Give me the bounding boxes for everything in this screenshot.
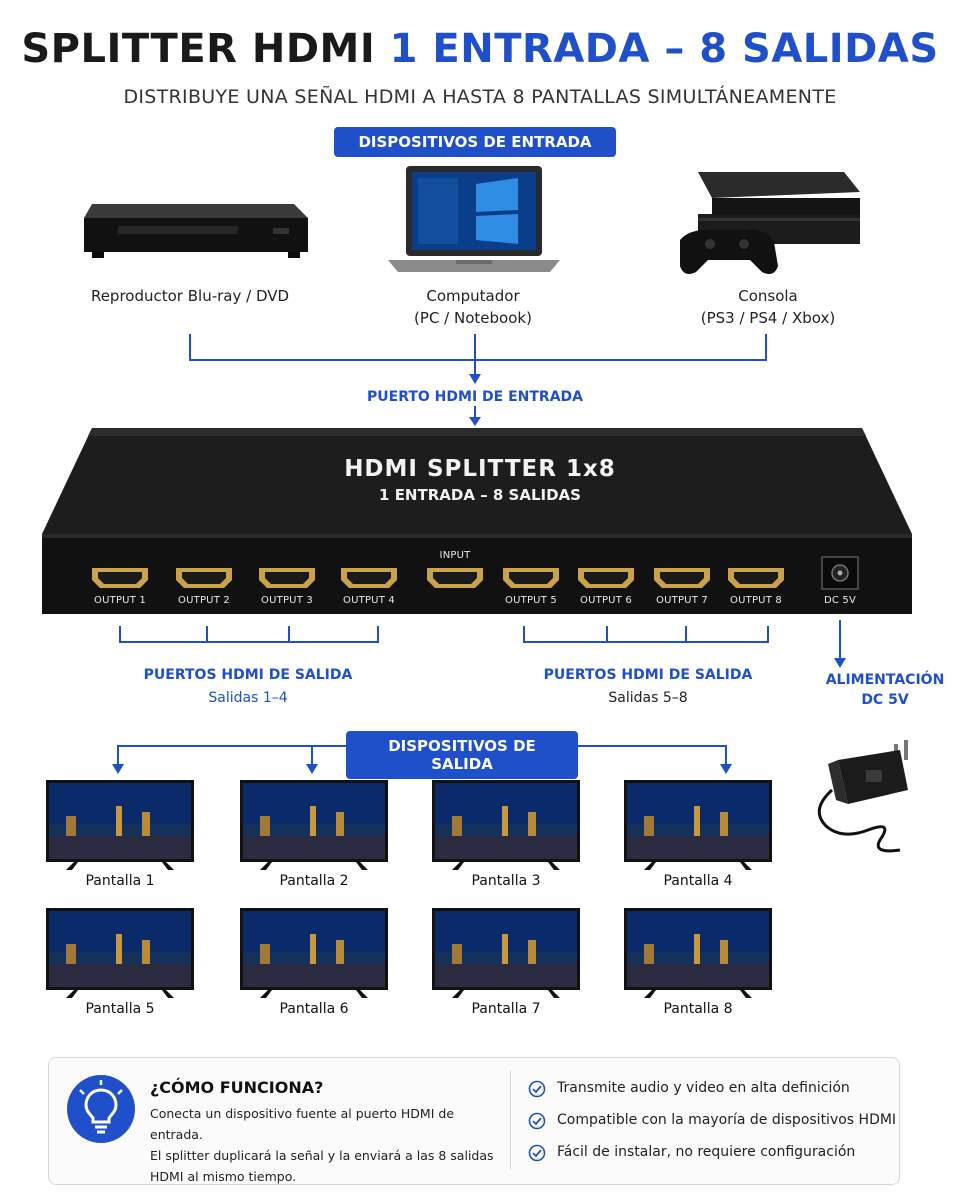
output-port-brackets: [119, 620, 846, 668]
page-subtitle: DISTRIBUYE UNA SEÑAL HDMI A HASTA 8 PANT…: [123, 86, 837, 108]
page-title: SPLITTER HDMI 1 ENTRADA – 8 SALIDAS: [0, 26, 960, 72]
screen-7-label: Pantalla 7: [471, 1001, 541, 1017]
screen-6-icon: [240, 908, 388, 998]
computer-label-line2: (PC / Notebook): [414, 309, 532, 327]
output-port-7-icon: [654, 568, 710, 588]
input-port-label: PUERTO HDMI DE ENTRADA: [367, 389, 583, 405]
screen-2-icon: [240, 780, 388, 870]
dc-power-jack-icon: [821, 556, 859, 590]
output-2-label: OUTPUT 2: [178, 595, 230, 606]
console-label-line2: (PS3 / PS4 / Xbox): [700, 309, 836, 327]
screen-4-icon: [624, 780, 772, 870]
output-group1-title: PUERTOS HDMI DE SALIDA: [143, 667, 353, 683]
input-port-arrow: [469, 406, 481, 426]
input-port-label-text: INPUT: [439, 550, 471, 561]
output-port-5-icon: [503, 568, 559, 588]
output-devices-label: DISPOSITIVOS DE SALIDA: [346, 731, 578, 779]
splitter-subtitle: 1 ENTRADA – 8 SALIDAS: [379, 486, 581, 504]
output-1-label: OUTPUT 1: [94, 595, 146, 606]
screen-7-icon: [432, 908, 580, 998]
screen-5-icon: [46, 908, 194, 998]
info-divider: [510, 1070, 511, 1170]
how-it-works-box: [48, 1057, 900, 1185]
output-port-3-icon: [259, 568, 315, 588]
output-port-2-icon: [176, 568, 232, 588]
output-5-label: OUTPUT 5: [505, 595, 557, 606]
console-label: Consola (PS3 / PS4 / Xbox): [668, 285, 868, 329]
bluray-label: Reproductor Blu-ray / DVD: [90, 287, 290, 305]
screen-1-label: Pantalla 1: [85, 873, 155, 889]
check-icon: [528, 1112, 546, 1130]
check-icon: [528, 1080, 546, 1098]
power-adapter-icon: [817, 740, 908, 853]
output-port-6-icon: [578, 568, 634, 588]
screen-1-icon: [46, 780, 194, 870]
dc-label: DC 5V: [823, 595, 857, 606]
power-label-line1: ALIMENTACIÓN: [825, 672, 945, 688]
output-4-label: OUTPUT 4: [343, 595, 395, 606]
input-connector-lines: [189, 334, 767, 384]
screen-3-icon: [432, 780, 580, 870]
output-3-label: OUTPUT 3: [261, 595, 313, 606]
output-group2-sub: Salidas 5–8: [608, 690, 688, 706]
feature-1: Transmite audio y video en alta definici…: [557, 1080, 850, 1096]
check-icon: [528, 1144, 546, 1162]
how-it-works-line3: HDMI al mismo tiempo.: [150, 1169, 297, 1184]
output-6-label: OUTPUT 6: [580, 595, 632, 606]
title-part2: 1 ENTRADA – 8 SALIDAS: [389, 26, 939, 72]
lightbulb-icon: [67, 1075, 135, 1143]
laptop-icon: [388, 166, 560, 272]
output-group2-title: PUERTOS HDMI DE SALIDA: [543, 667, 753, 683]
output-port-1-icon: [92, 568, 148, 588]
feature-2: Compatible con la mayoría de dispositivo…: [557, 1112, 897, 1128]
screen-3-label: Pantalla 3: [471, 873, 541, 889]
power-label-line2: DC 5V: [861, 692, 909, 708]
output-port-8-icon: [728, 568, 784, 588]
screen-4-label: Pantalla 4: [663, 873, 733, 889]
output-port-4-icon: [341, 568, 397, 588]
hdmi-splitter-device: [42, 428, 912, 614]
how-it-works-line2: El splitter duplicará la señal y la envi…: [150, 1148, 494, 1163]
input-port-icon: [427, 568, 483, 588]
computer-label: Computador (PC / Notebook): [373, 285, 573, 329]
output-7-label: OUTPUT 7: [656, 595, 708, 606]
how-it-works-title: ¿CÓMO FUNCIONA?: [150, 1078, 324, 1097]
computer-label-line1: Computador: [426, 287, 520, 305]
screen-2-label: Pantalla 2: [279, 873, 349, 889]
how-it-works-line1: Conecta un dispositivo fuente al puerto …: [150, 1106, 455, 1142]
console-icon: [680, 172, 860, 274]
bluray-player-icon: [84, 204, 308, 258]
screen-6-label: Pantalla 6: [279, 1001, 349, 1017]
how-it-works-text: Conecta un dispositivo fuente al puerto …: [150, 1103, 510, 1187]
screen-5-label: Pantalla 5: [85, 1001, 155, 1017]
title-part1: SPLITTER HDMI: [21, 26, 376, 72]
input-devices-label: DISPOSITIVOS DE ENTRADA: [334, 127, 616, 157]
feature-3: Fácil de instalar, no requiere configura…: [557, 1144, 856, 1160]
splitter-title: HDMI SPLITTER 1x8: [344, 456, 616, 482]
screen-8-label: Pantalla 8: [663, 1001, 733, 1017]
console-label-line1: Consola: [738, 287, 798, 305]
output-8-label: OUTPUT 8: [730, 595, 782, 606]
output-group1-sub: Salidas 1–4: [208, 690, 288, 706]
screen-8-icon: [624, 908, 772, 998]
